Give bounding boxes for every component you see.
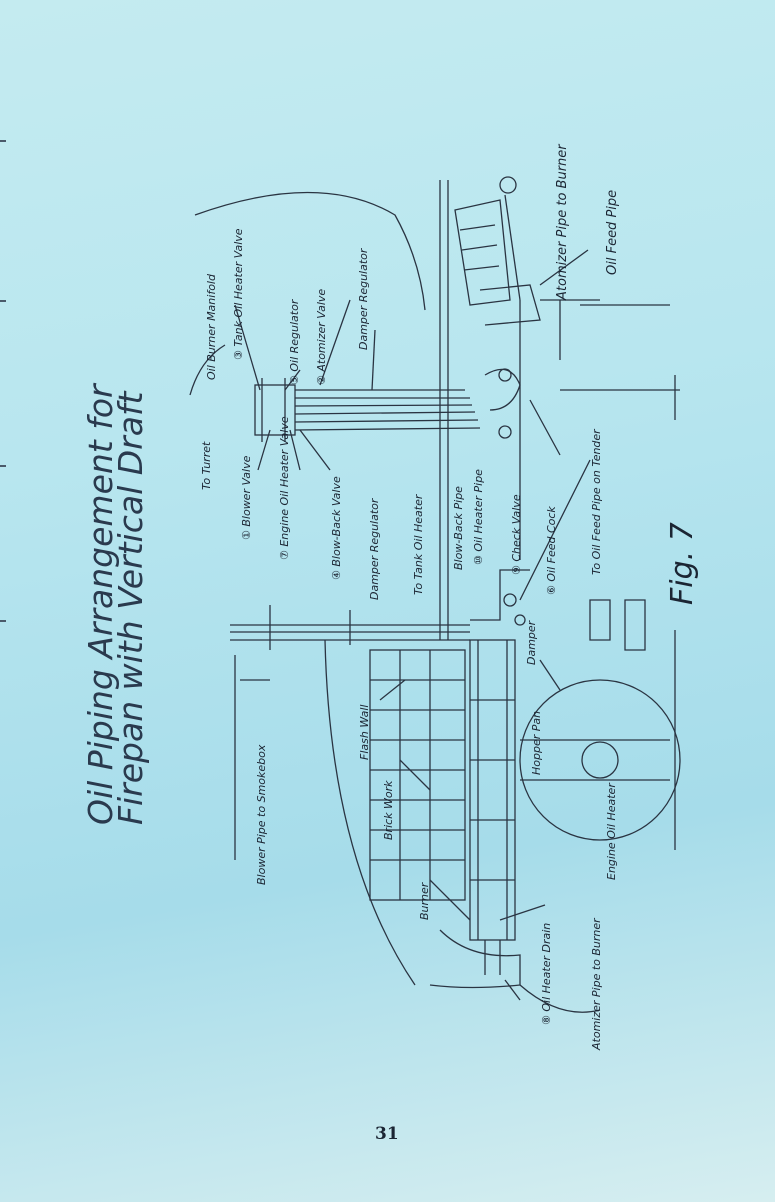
label-blower-valve: ① Blower Valve [240,455,253,540]
label-to-oil-feed-pipe-on-tender: To Oil Feed Pipe on Tender [590,429,603,575]
figure-label: Fig. 7 [665,522,700,605]
edge-mark [0,300,6,302]
label-engine-oil-heater-valve: ⑦ Engine Oil Heater Valve [278,416,291,560]
label-oil-regulator: ⑤ Oil Regulator [288,299,301,385]
label-atomizer-pipe-to-burner-bottom: Atomizer Pipe to Burner [590,918,603,1050]
label-to-turret: To Turret [200,441,213,490]
label-check-valve: ⑨ Check Valve [510,494,523,575]
label-flash-wall: Flash Wall [358,704,371,760]
label-atomizer-pipe-to-burner-top: Atomizer Pipe to Burner [555,144,570,300]
edge-mark [0,465,6,467]
page-number: 31 [375,1124,399,1144]
label-burner: Burner [418,882,431,920]
label-damper-regulator: Damper Regulator [368,498,381,600]
label-blower-pipe-to-smokebox: Blower Pipe to Smokebox [255,744,268,885]
label-oil-feed-pipe: Oil Feed Pipe [605,189,620,275]
label-tank-oil-heater-valve: ③ Tank Oil Heater Valve [232,228,245,360]
label-oil-heater-drain: ⑧ Oil Heater Drain [540,922,553,1025]
label-oil-feed-cock: ⑥ Oil Feed Cock [545,506,558,595]
edge-mark [0,140,6,142]
label-to-tank-oil-heater: To Tank Oil Heater [412,494,425,595]
label-blow-back-pipe: Blow-Back Pipe [452,486,465,570]
title-line-2: Firepan with Vertical Draft [111,391,150,826]
label-damper-regulator-top: Damper Regulator [357,248,370,350]
edge-mark [0,620,6,622]
label-oil-heater-pipe: ⑩ Oil Heater Pipe [472,469,485,565]
label-hopper-pan: Hopper Pan [530,710,543,775]
label-oil-burner-manifold: Oil Burner Manifold [205,274,218,380]
label-blow-back-valve: ④ Blow-Back Valve [330,476,343,580]
label-damper: Damper [525,620,538,665]
label-atomizer-valve: ② Atomizer Valve [315,288,328,385]
label-engine-oil-heater: Engine Oil Heater [605,783,618,880]
label-brick-work: Brick Work [382,780,395,840]
